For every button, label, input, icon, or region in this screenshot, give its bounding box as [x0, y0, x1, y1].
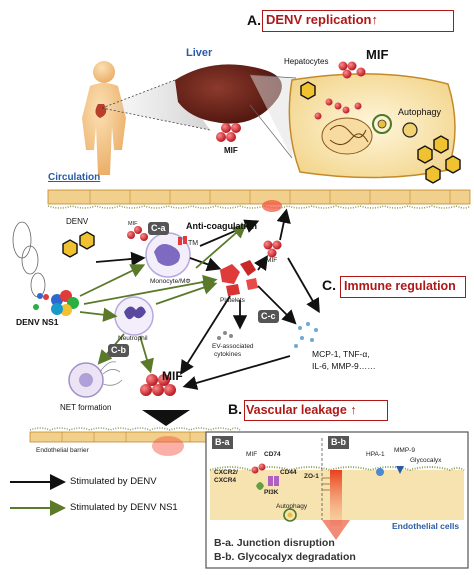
tag-b-b: B-b [328, 436, 349, 449]
pi3k-label: PI3K [264, 489, 279, 496]
cxcr-receptor-icon [256, 482, 264, 490]
denv-virion-icon [300, 81, 461, 184]
ns1-small-icon [33, 293, 49, 310]
zo1-label: ZO-1 [304, 473, 319, 480]
vessel-wall-top [47, 189, 471, 209]
cxcr4-label: CXCR4 [214, 477, 237, 484]
funnel-arrow [142, 410, 190, 426]
footer-b-b: B-b. Glycocalyx degradation [214, 551, 356, 563]
cytokine-list-2: IL-6, MMP-9…… [312, 361, 376, 371]
mif-cluster-icon [338, 61, 366, 79]
cd74-receptor-icon [268, 476, 279, 486]
tag-c-c: C-c [258, 310, 279, 323]
tag-c-b: C-b [108, 344, 129, 357]
tm-label: TM [188, 240, 199, 247]
mmp9-label: MMP-9 [394, 447, 415, 454]
cytokine-list-1: MCP-1, TNF-α, [312, 349, 370, 359]
detail-mif-label: MIF [246, 451, 258, 458]
mif-right-label: MIF [266, 257, 278, 264]
net-formation-label: NET formation [60, 403, 112, 412]
legend-denv-label: Stimulated by DENV [70, 476, 157, 487]
circulating-cells-icon [12, 221, 46, 298]
neutrophil-label: Neutrophil [118, 335, 148, 342]
panel-a-header-box [262, 10, 454, 32]
detail-autophagy-label: Autophagy [276, 503, 308, 510]
circulation-label: Circulation [48, 172, 101, 183]
hpa1-label: HPA-1 [366, 451, 385, 458]
legend-ns1-label: Stimulated by DENV NS1 [70, 502, 178, 513]
ev-label: EV-associated [212, 343, 254, 350]
platelets-label: Platelets [220, 297, 245, 304]
autophagosome-icon [283, 508, 297, 522]
liver-label: Liver [186, 47, 213, 59]
cd44-label: CD44 [280, 469, 297, 476]
leak-burst [262, 200, 282, 212]
platelets-icon [220, 260, 258, 296]
anti-coagulation-label: Anti-coagulation [186, 221, 257, 231]
mif-center-label: MIF [162, 369, 183, 383]
mif-cluster-icon [140, 374, 176, 396]
mif-cluster-icon [216, 123, 241, 142]
endothelial-barrier [29, 427, 241, 456]
monocyte-label: Monocyte/MΦ [150, 278, 191, 285]
panel-c-header-box [340, 276, 466, 298]
panel-b-header-box [244, 400, 388, 421]
ns1-hexamer-icon [51, 290, 79, 316]
tag-b-a: B-a [212, 436, 233, 449]
tm-receptor-icon [178, 236, 187, 245]
human-body-icon [82, 61, 126, 175]
glycocalyx-label: Glycocalyx [410, 457, 442, 464]
ns1-label: DENV NS1 [16, 317, 59, 327]
panel-b-letter: B. [228, 401, 242, 417]
cytokine-dots-icon [294, 322, 318, 348]
cd74-label: CD74 [264, 451, 281, 458]
panel-a-letter: A. [247, 12, 261, 28]
endothelial-barrier-label: Endothelial barrier [36, 447, 89, 454]
denv-label: DENV [66, 217, 89, 226]
neutrophil-icon [114, 296, 154, 336]
zo1-junction-icon [322, 477, 330, 491]
hepatocyte-cell-icon [288, 73, 456, 179]
hepatocyte-label: Hepatocytes [284, 57, 329, 66]
net-formation-icon [68, 361, 123, 398]
hpa-mmp-icon [376, 466, 404, 476]
footer-b-a: B-a. Junction disruption [214, 537, 335, 549]
leakage-arrow [330, 470, 342, 526]
mif-cluster-icon [263, 240, 282, 258]
panel-b-title: Vascular leakage ↑ [246, 403, 357, 417]
endothelial-cells-label: Endothelial cells [392, 521, 460, 531]
panel-a-title: DENV replication↑ [266, 12, 378, 27]
hepatocyte-autophagy-label: Autophagy [398, 107, 442, 117]
panel-c-letter: C. [322, 277, 336, 293]
denv-virion-icon [62, 231, 95, 258]
cxcr-label: CXCR2/ [214, 469, 238, 476]
tag-c-a: C-a [148, 222, 169, 235]
liver-mif-label: MIF [224, 146, 238, 155]
ev-dots-icon [217, 331, 233, 340]
hepatocyte-mif-label: MIF [366, 47, 389, 62]
cytokines-label: cytokines [214, 351, 242, 358]
panel-c-title: Immune regulation [344, 279, 456, 293]
mif-small-label: MIF [128, 221, 138, 227]
